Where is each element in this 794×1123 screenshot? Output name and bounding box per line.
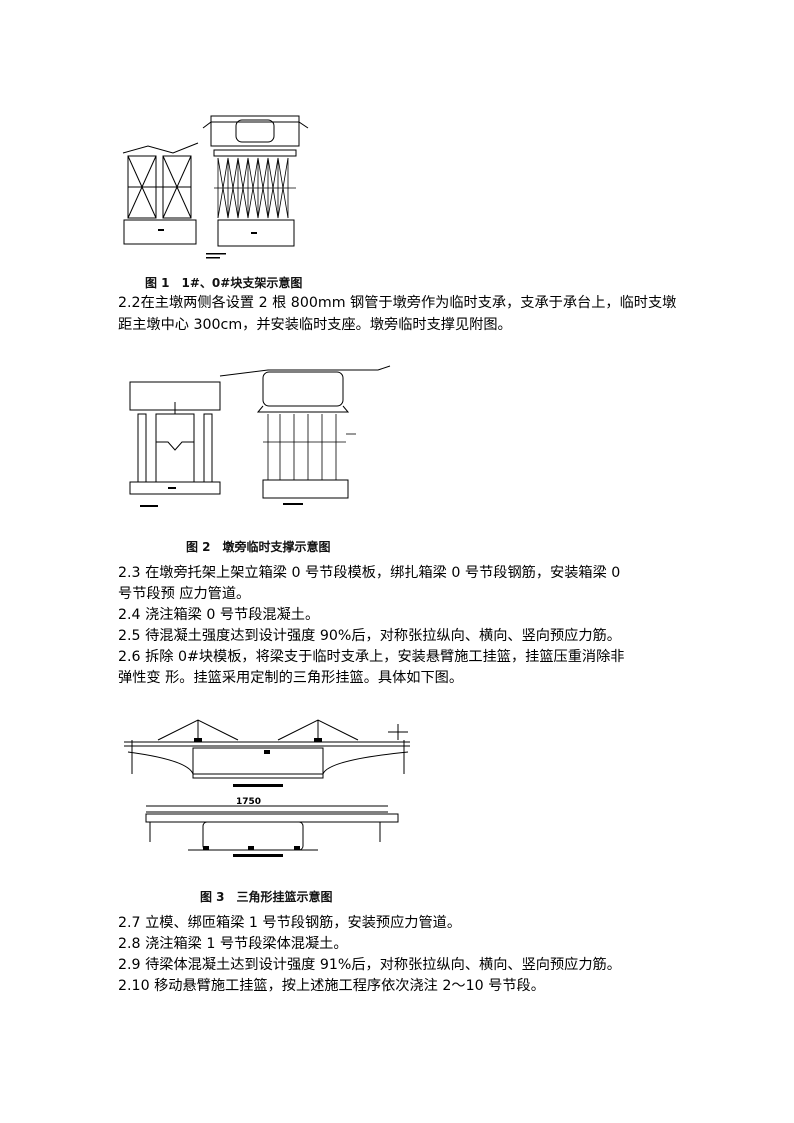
figure-1-drawing [118,108,318,268]
text-line: 2.7 立模、绑匝箱梁 1 号节段钢筋，安装预应力管道。 [118,915,462,931]
text-line: 号节段预 应力管道。 [118,586,251,602]
figure-2-caption: 图 2 墩旁临时支撑示意图 [186,540,331,554]
text-line: 2.10 移动悬臂施工挂篮，按上述施工程序依次浇注 2～10 号节段。 [118,978,545,994]
figure-3-dimension: 1750 [236,797,261,807]
text-line: 2.3 在墩旁托架上架立箱梁 0 号节段模板，绑扎箱梁 0 号节段钢筋，安装箱梁… [118,565,621,581]
text-line: 2.8 浇注箱梁 1 号节段梁体混凝土。 [118,936,348,952]
figure-2-drawing [118,362,400,524]
text-line: 2.5 待混凝土强度达到设计强度 90%后，对称张拉纵向、横向、竖向预应力筋。 [118,628,621,644]
figure-3-svg: 1750 [124,719,410,857]
figure-2-svg [129,365,391,507]
figure-3-drawing: 1750 [118,712,418,874]
paragraph-2-2: 2.2在主墩两侧各设置 2 根 800mm 钢管于墩旁作为临时支承，支承于承台上… [118,295,677,333]
figure-1-caption: 图 1 1#、0#块支架示意图 [145,276,303,290]
text-line: 2.4 浇注箱梁 0 号节段混凝土。 [118,607,320,623]
text-line: 2.6 拆除 0#块模板，将梁支于临时支承上，安装悬臂施工挂篮，挂篮压重消除非 [118,649,625,665]
text-line: 2.9 待梁体混凝土达到设计强度 91%后，对称张拉纵向、横向、竖向预应力筋。 [118,957,621,973]
text-line: 弹性变 形。挂篮采用定制的三角形挂篮。具体如下图。 [118,670,464,686]
figure-3-caption: 图 3 三角形挂篮示意图 [200,890,333,904]
figure-1-svg [122,115,309,259]
